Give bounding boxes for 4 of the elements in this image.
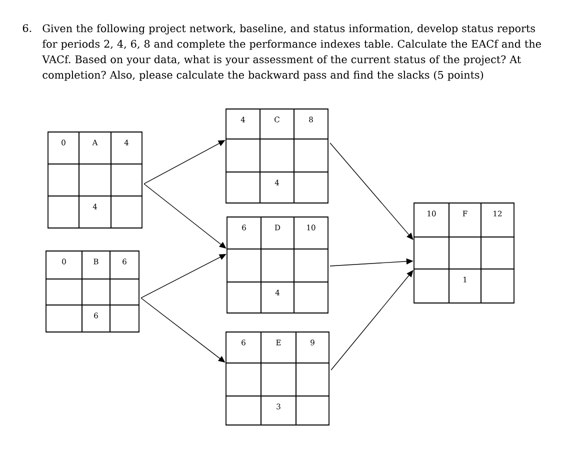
arrow <box>330 142 414 240</box>
question-number: 6. <box>22 24 32 32</box>
arrow <box>330 270 414 370</box>
question-text: Given the following project network, baseline, and status information, develop status reports for periods 2, 4, 6, 8 and complete the performance indexes table. Calculate the EACf and the VACf. Based on your data, what is your assessment of the current status of the project? At completion? Also, please calculate the backward pass and find the slacks (5 points) <box>42 24 541 81</box>
